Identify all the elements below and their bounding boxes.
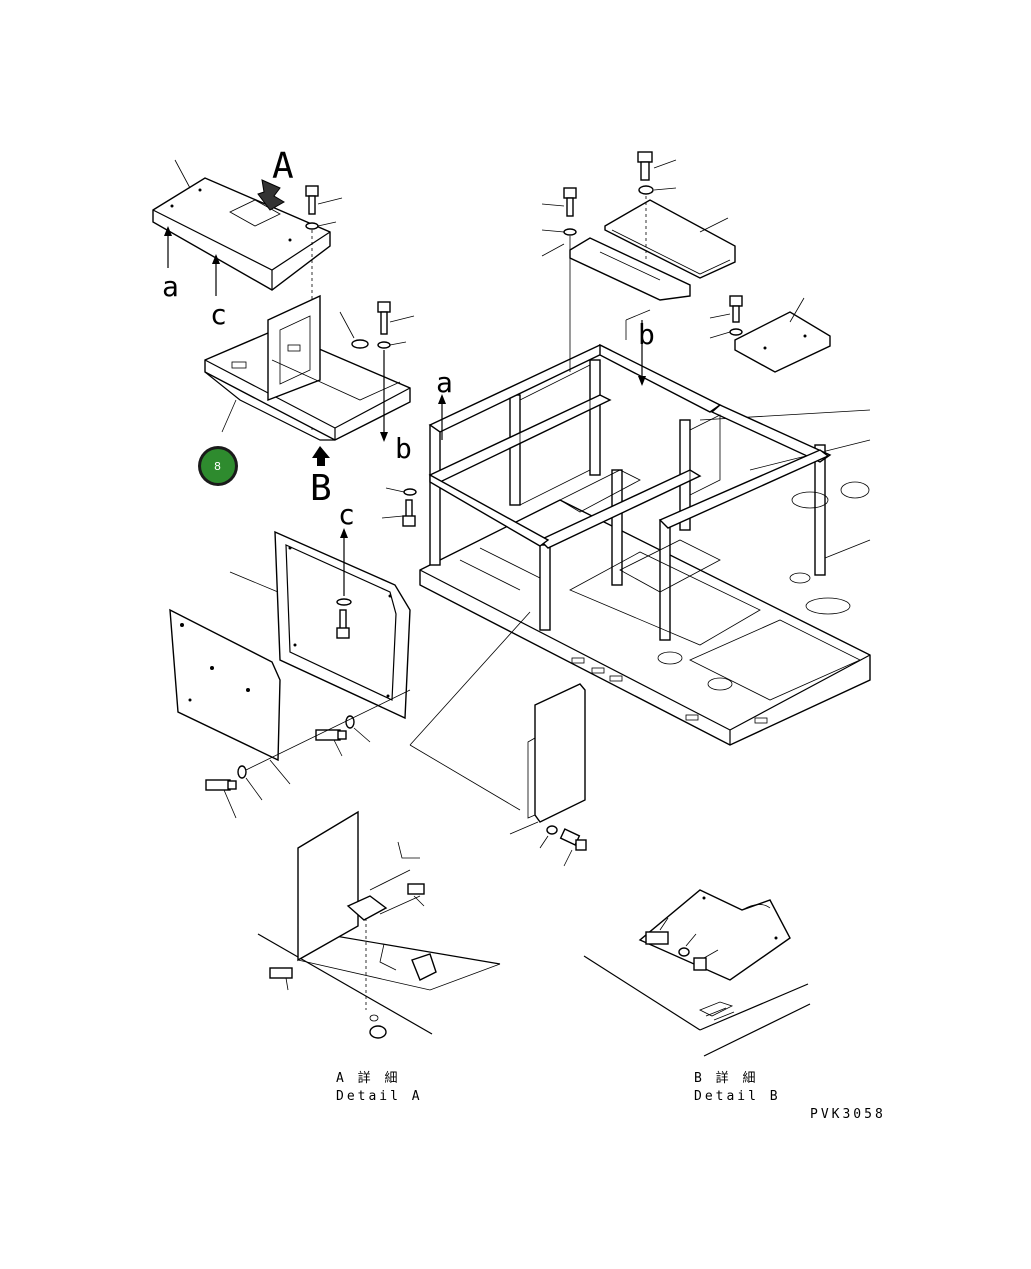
leader-line <box>245 689 411 771</box>
bolt-icon <box>377 301 415 349</box>
arrow-c-label-2: c <box>338 498 355 531</box>
arrow-b-marker <box>638 320 646 386</box>
detail-b-title-jp: B 詳 細 <box>694 1070 758 1086</box>
arrow-b-marker <box>380 350 388 442</box>
view-a-arrow-icon <box>257 179 285 211</box>
view-a-label: A <box>272 146 294 187</box>
bottom-tray-part <box>204 294 411 441</box>
main-frame-part <box>419 343 871 746</box>
leader-line <box>509 821 539 835</box>
rubber-cap-icon <box>339 311 369 349</box>
arrow-a-label-1: a <box>162 270 179 303</box>
leader-line <box>625 309 651 321</box>
detail-b-title-en: Detail B <box>694 1089 781 1104</box>
view-b-label: B <box>310 468 332 509</box>
detail-b-illustration <box>583 889 811 1057</box>
leader-line <box>409 611 531 746</box>
leader-line <box>174 159 191 189</box>
arrow-c-marker <box>212 254 220 296</box>
right-cover-plate-part <box>734 311 831 373</box>
bolt-icon <box>539 825 587 867</box>
bolt-icon <box>541 187 577 372</box>
arrow-a-label-2: a <box>436 366 453 399</box>
bolt-icon <box>305 185 343 430</box>
drawing-number: PVK3058 <box>810 1107 886 1122</box>
callout-number: 8 <box>214 460 221 473</box>
leader-line <box>269 759 291 785</box>
side-door-inner-part <box>169 608 281 762</box>
leader-line <box>409 744 521 811</box>
detail-a-title-jp: A 詳 細 <box>336 1070 400 1086</box>
bolt-icon <box>637 151 677 262</box>
detail-a-title-en: Detail A <box>336 1089 423 1104</box>
leader-line <box>789 297 805 323</box>
arrow-c-label-1: c <box>210 298 227 331</box>
leader-line <box>229 571 279 593</box>
bolt-icon <box>315 715 371 757</box>
arrow-b-label-2: b <box>638 318 655 351</box>
callout-badge[interactable]: 8 <box>198 446 238 486</box>
top-cover-part <box>152 177 331 291</box>
arrow-c-marker <box>340 528 348 596</box>
bolt-icon <box>709 295 743 339</box>
top-right-plate-part <box>604 199 736 279</box>
arrow-b-label-1: b <box>395 432 412 465</box>
bolt-icon <box>205 765 263 819</box>
arrow-a-marker <box>438 394 446 440</box>
bolt-icon <box>336 598 352 639</box>
leader-line <box>221 399 237 433</box>
view-b-arrow-icon <box>312 446 330 466</box>
detail-a-illustration <box>257 810 501 1039</box>
bolt-icon <box>381 487 417 527</box>
center-small-panel-part <box>527 683 586 823</box>
arrow-a-marker <box>164 226 172 268</box>
